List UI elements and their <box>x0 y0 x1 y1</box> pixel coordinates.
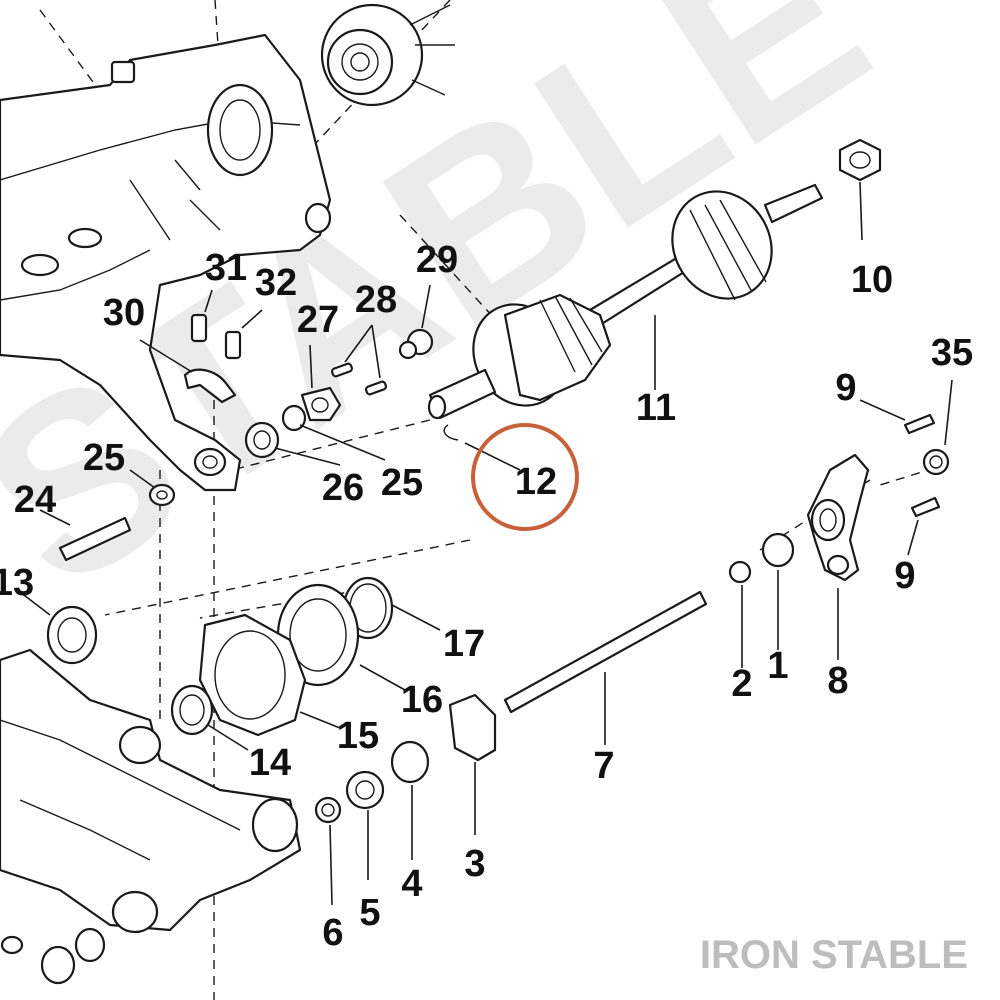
callout-4: 4 <box>401 863 422 905</box>
callout-1: 1 <box>767 645 788 687</box>
callout-labels: 31 32 29 28 27 30 25 26 25 24 13 12 11 1… <box>0 239 973 954</box>
callout-12: 12 <box>515 461 557 503</box>
callout-17: 17 <box>443 623 485 665</box>
callout-15: 15 <box>337 715 379 757</box>
axle-shaft <box>503 590 708 714</box>
wheel-hub <box>320 3 455 107</box>
callout-14: 14 <box>249 742 291 784</box>
brand-wordmark: IRON STABLE <box>700 933 968 977</box>
leader-lines <box>19 181 953 906</box>
callout-24: 24 <box>14 479 56 521</box>
small-hardware <box>58 138 882 562</box>
callout-6: 6 <box>322 912 343 954</box>
callout-25-left: 25 <box>83 437 125 479</box>
callout-31: 31 <box>205 247 247 289</box>
callout-29: 29 <box>416 239 458 281</box>
callout-3: 3 <box>464 843 485 885</box>
callout-7: 7 <box>593 745 614 787</box>
callout-5: 5 <box>359 892 380 934</box>
callout-8: 8 <box>827 660 848 702</box>
knuckle-bracket <box>728 413 950 584</box>
callout-26: 26 <box>322 467 364 509</box>
callout-32: 32 <box>255 262 297 304</box>
subframe <box>0 33 332 492</box>
callout-13: 13 <box>0 562 34 604</box>
callout-2: 2 <box>731 663 752 705</box>
snap-ring <box>443 424 459 441</box>
callout-28: 28 <box>355 279 397 321</box>
callout-25-right: 25 <box>381 462 423 504</box>
callout-30: 30 <box>103 292 145 334</box>
callout-9-bottom: 9 <box>894 555 915 597</box>
callout-9-top: 9 <box>835 367 856 409</box>
callout-10: 10 <box>851 259 893 301</box>
highlight-circle <box>471 423 579 531</box>
callout-27: 27 <box>297 299 339 341</box>
bearings-and-seals <box>46 576 497 824</box>
drive-shaft <box>427 183 824 420</box>
callout-16: 16 <box>401 679 443 721</box>
differential-housing <box>0 648 302 985</box>
callout-35: 35 <box>931 332 973 374</box>
callout-11: 11 <box>636 387 676 429</box>
